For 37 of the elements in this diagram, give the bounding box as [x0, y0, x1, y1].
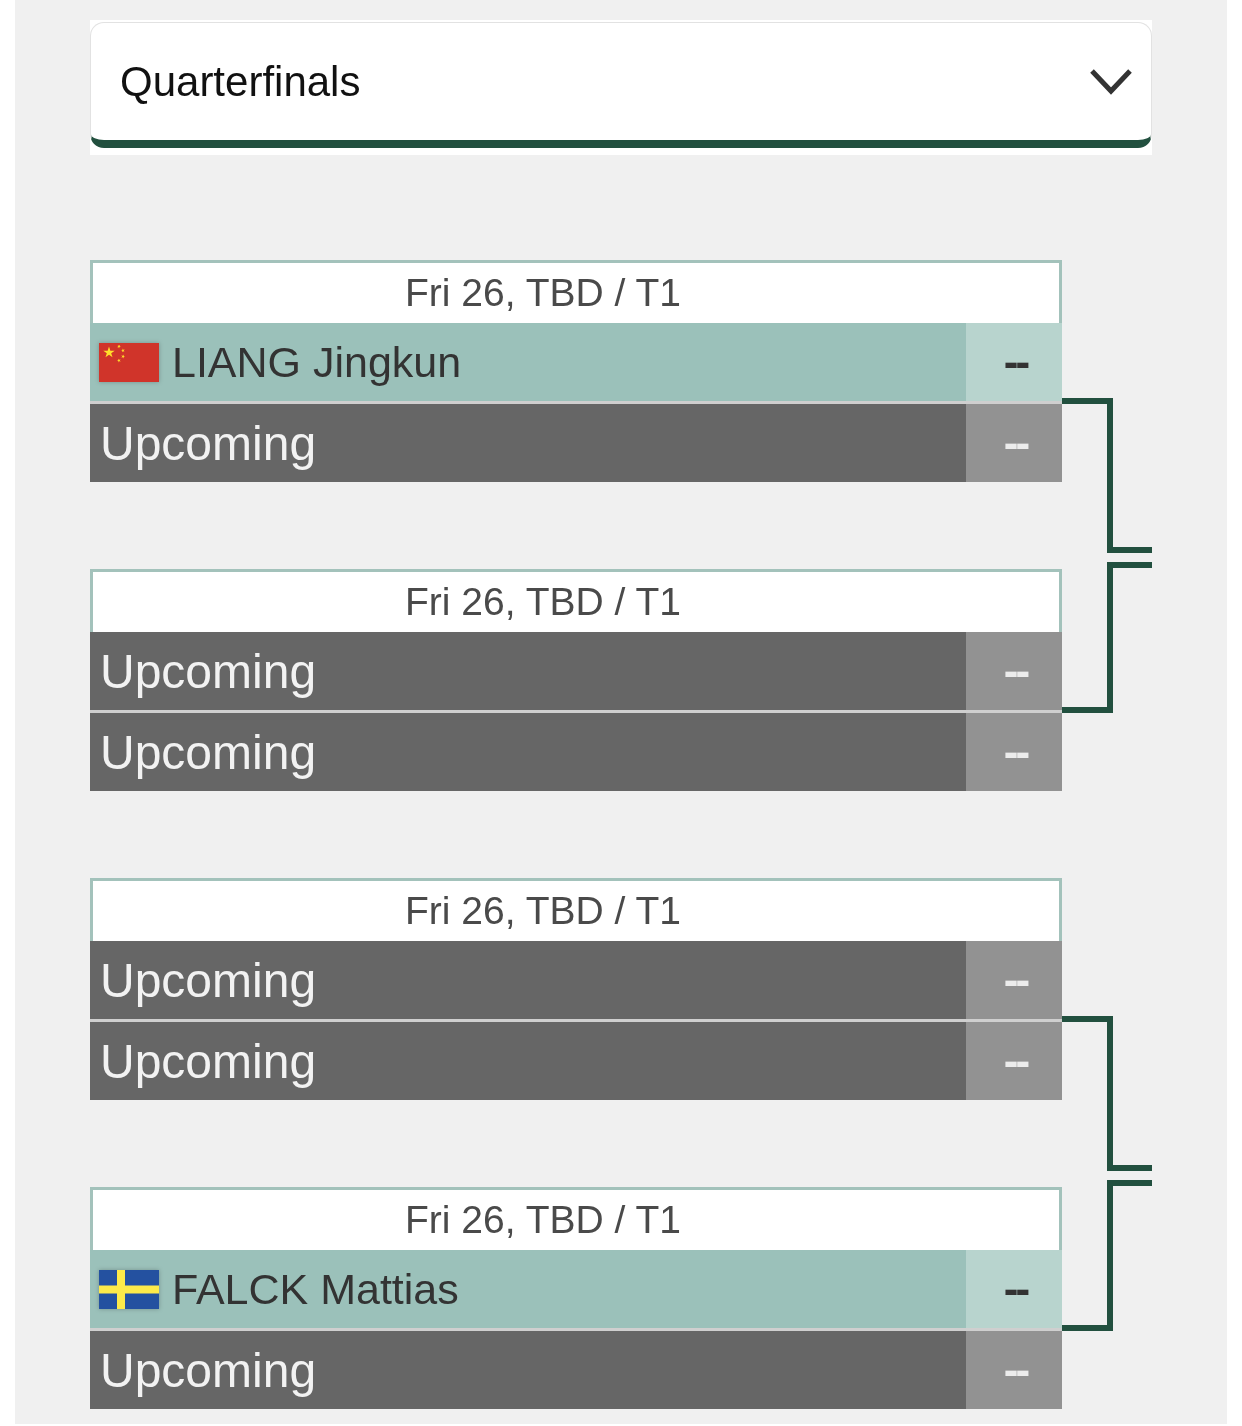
player-row	[90, 941, 1062, 1019]
match-card	[90, 878, 1062, 1100]
dropdown-select: Quarterfinals	[90, 22, 1152, 148]
score: --	[966, 713, 1062, 791]
player-name: Upcoming	[100, 724, 317, 780]
player-name: Upcoming	[100, 643, 317, 699]
player-name: LIANG Jingkun	[172, 337, 462, 387]
player-row	[90, 1019, 1062, 1100]
player-row	[90, 710, 1062, 791]
player-name: Upcoming	[100, 1342, 317, 1398]
player-name: Upcoming	[100, 952, 317, 1008]
score: --	[966, 632, 1062, 710]
score: --	[966, 1022, 1062, 1100]
player-row	[90, 632, 1062, 710]
score: --	[966, 941, 1062, 1019]
bracket-connector	[1062, 1016, 1152, 1171]
player-row	[90, 1328, 1062, 1409]
match-schedule: Fri 26, TBD / T1	[404, 888, 682, 934]
player-name: Upcoming	[100, 415, 317, 471]
match-card	[90, 1187, 1062, 1409]
match-schedule: Fri 26, TBD / T1	[404, 270, 682, 316]
player-row	[90, 1250, 1062, 1328]
match-card	[90, 569, 1062, 791]
score: --	[966, 323, 1062, 401]
score: --	[966, 1250, 1062, 1328]
score: --	[966, 1331, 1062, 1409]
player-name: FALCK Mattias	[172, 1264, 459, 1314]
score: --	[966, 404, 1062, 482]
match-schedule: Fri 26, TBD / T1	[404, 1197, 682, 1243]
match-schedule: Fri 26, TBD / T1	[404, 579, 682, 625]
match-card	[90, 260, 1062, 482]
player-name: Upcoming	[100, 1033, 317, 1089]
bracket-connector	[1062, 1180, 1152, 1331]
bracket-connector	[1062, 562, 1152, 713]
bracket-connector	[1062, 398, 1152, 553]
player-row	[90, 401, 1062, 482]
player-row	[90, 323, 1062, 401]
